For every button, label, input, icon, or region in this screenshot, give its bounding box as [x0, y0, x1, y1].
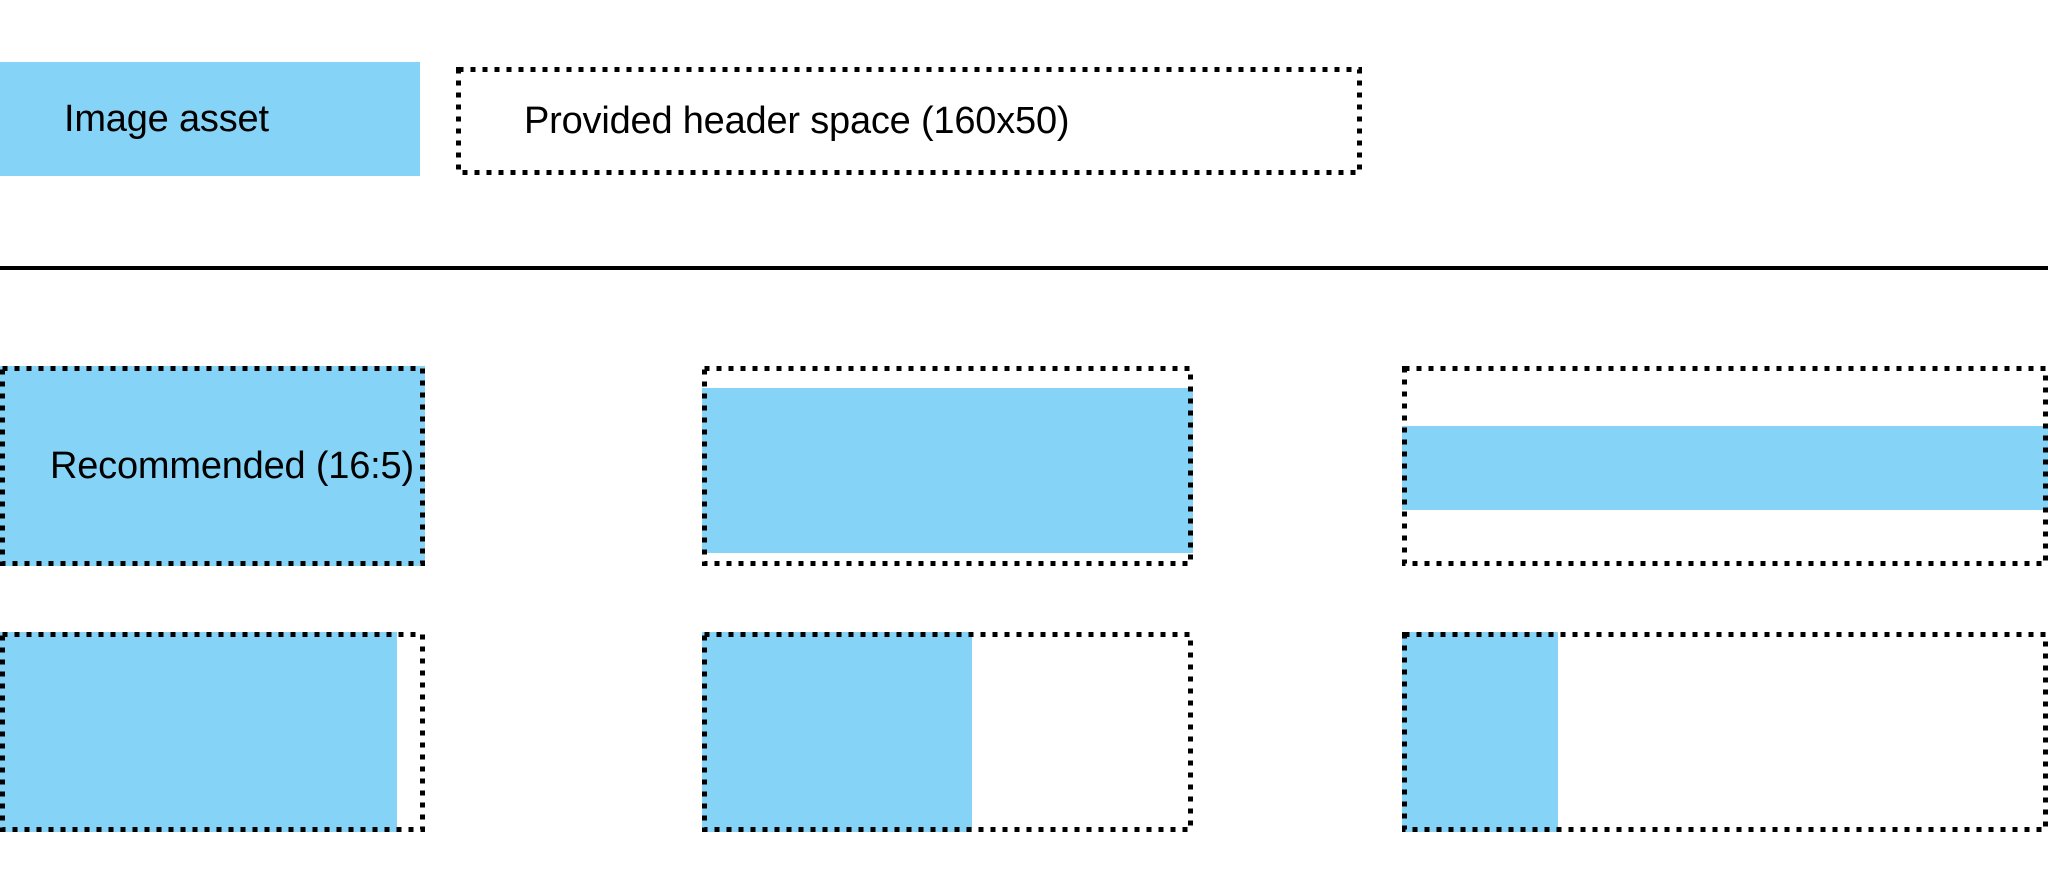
image-asset-label: Image asset [64, 98, 269, 140]
recommended-ratio-label: Recommended (16:5) [50, 445, 414, 487]
asset-fill [1402, 426, 2048, 510]
example-cell-recommended-16x5: Recommended (16:5) [0, 366, 425, 566]
example-cell-short-wide [1402, 366, 2048, 566]
example-cell-medium-left-aligned [702, 632, 1193, 832]
aspect-ratio-examples-grid: Recommended (16:5) [0, 366, 2048, 836]
provided-header-space-box: Provided header space (160x50) [456, 67, 1362, 175]
asset-fill [0, 632, 397, 832]
image-asset-swatch: Image asset [0, 62, 420, 176]
asset-fill [702, 632, 972, 832]
header-row: Image asset Provided header space (160x5… [0, 62, 2048, 176]
asset-fill [1402, 632, 1558, 832]
example-cell-slightly-shorter [702, 366, 1193, 566]
asset-fill [702, 388, 1193, 553]
example-cell-narrow-left-aligned [1402, 632, 2048, 832]
section-divider [0, 266, 2048, 270]
provided-header-space-label: Provided header space (160x50) [524, 100, 1070, 142]
example-cell-wide-left-aligned [0, 632, 425, 832]
